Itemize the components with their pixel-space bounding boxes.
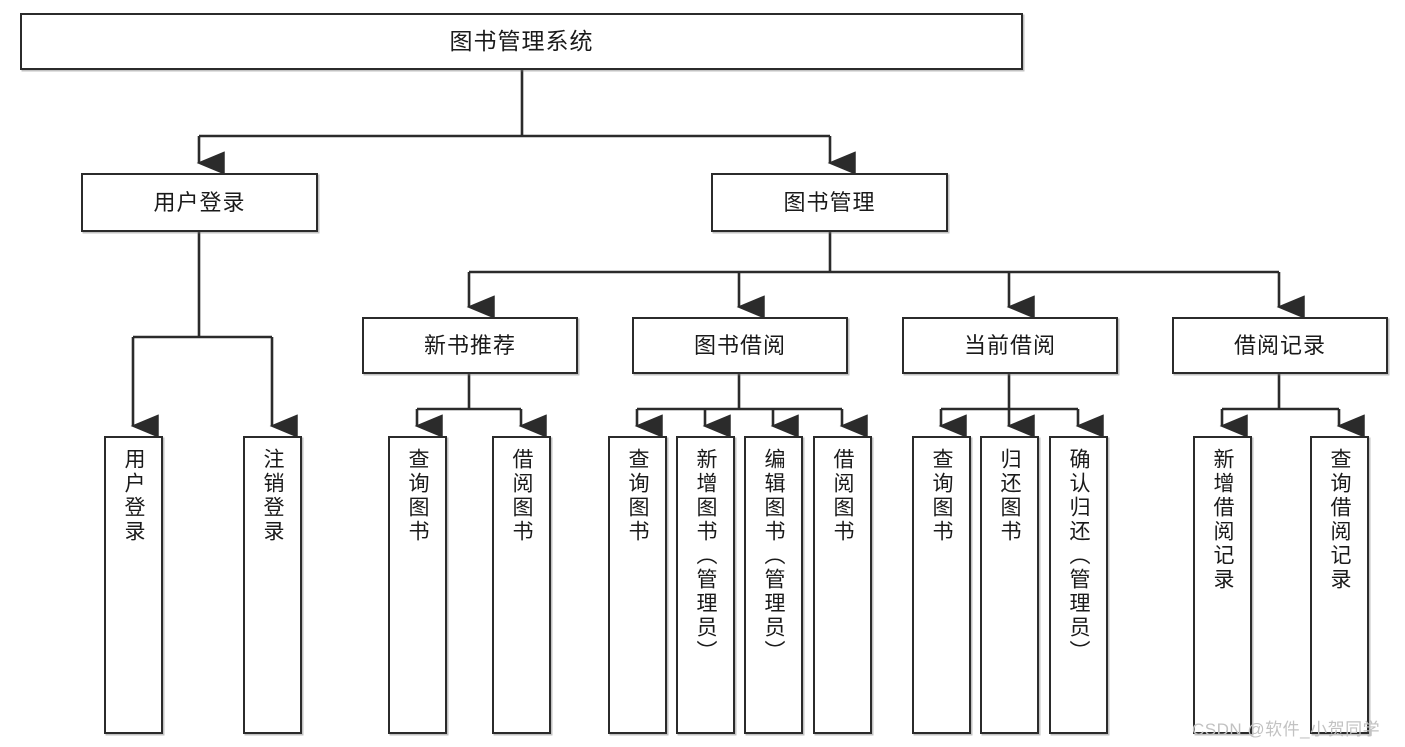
leaf-query-book-2[interactable]: 查询图书: [608, 436, 667, 734]
leaf-edit-book-label: 编辑图书（管理员）: [762, 448, 785, 664]
leaf-query-book-1-label: 查询图书: [406, 448, 429, 544]
node-new-book-recommend[interactable]: 新书推荐: [362, 317, 578, 374]
watermark-text: CSDN @软件_小贺同学: [1192, 720, 1381, 739]
leaf-confirm-return-label: 确认归还（管理员）: [1067, 448, 1090, 664]
leaf-confirm-return[interactable]: 确认归还（管理员）: [1049, 436, 1108, 734]
node-book-management-label: 图书管理: [783, 189, 876, 215]
node-book-management[interactable]: 图书管理: [711, 173, 948, 232]
leaf-logout-label: 注销登录: [261, 448, 284, 544]
node-borrow-record-label: 借阅记录: [1233, 332, 1326, 358]
leaf-query-book-2-label: 查询图书: [626, 448, 649, 544]
node-current-borrow[interactable]: 当前借阅: [902, 317, 1118, 374]
leaf-query-book-1[interactable]: 查询图书: [388, 436, 447, 734]
node-root[interactable]: 图书管理系统: [20, 13, 1023, 70]
leaf-edit-book[interactable]: 编辑图书（管理员）: [744, 436, 803, 734]
leaf-add-book[interactable]: 新增图书（管理员）: [676, 436, 735, 734]
leaf-borrow-book-2-label: 借阅图书: [831, 448, 854, 544]
node-book-borrow-label: 图书借阅: [693, 332, 786, 358]
leaf-add-record[interactable]: 新增借阅记录: [1193, 436, 1252, 734]
node-book-borrow[interactable]: 图书借阅: [632, 317, 848, 374]
leaf-user-login-label: 用户登录: [122, 448, 145, 544]
node-current-borrow-label: 当前借阅: [963, 332, 1056, 358]
leaf-query-record-label: 查询借阅记录: [1328, 448, 1351, 592]
leaf-add-book-label: 新增图书（管理员）: [694, 448, 717, 664]
leaf-add-record-label: 新增借阅记录: [1211, 448, 1234, 592]
node-new-book-recommend-label: 新书推荐: [423, 332, 516, 358]
node-user-login[interactable]: 用户登录: [81, 173, 318, 232]
leaf-query-book-3-label: 查询图书: [930, 448, 953, 544]
leaf-return-book-label: 归还图书: [998, 448, 1021, 544]
leaf-return-book[interactable]: 归还图书: [980, 436, 1039, 734]
node-root-label: 图书管理系统: [449, 28, 594, 55]
leaf-borrow-book-1[interactable]: 借阅图书: [492, 436, 551, 734]
node-borrow-record[interactable]: 借阅记录: [1172, 317, 1388, 374]
node-user-login-label: 用户登录: [153, 189, 246, 215]
leaf-query-book-3[interactable]: 查询图书: [912, 436, 971, 734]
leaf-query-record[interactable]: 查询借阅记录: [1310, 436, 1369, 734]
leaf-user-login[interactable]: 用户登录: [104, 436, 163, 734]
leaf-borrow-book-2[interactable]: 借阅图书: [813, 436, 872, 734]
leaf-borrow-book-1-label: 借阅图书: [510, 448, 533, 544]
leaf-logout[interactable]: 注销登录: [243, 436, 302, 734]
